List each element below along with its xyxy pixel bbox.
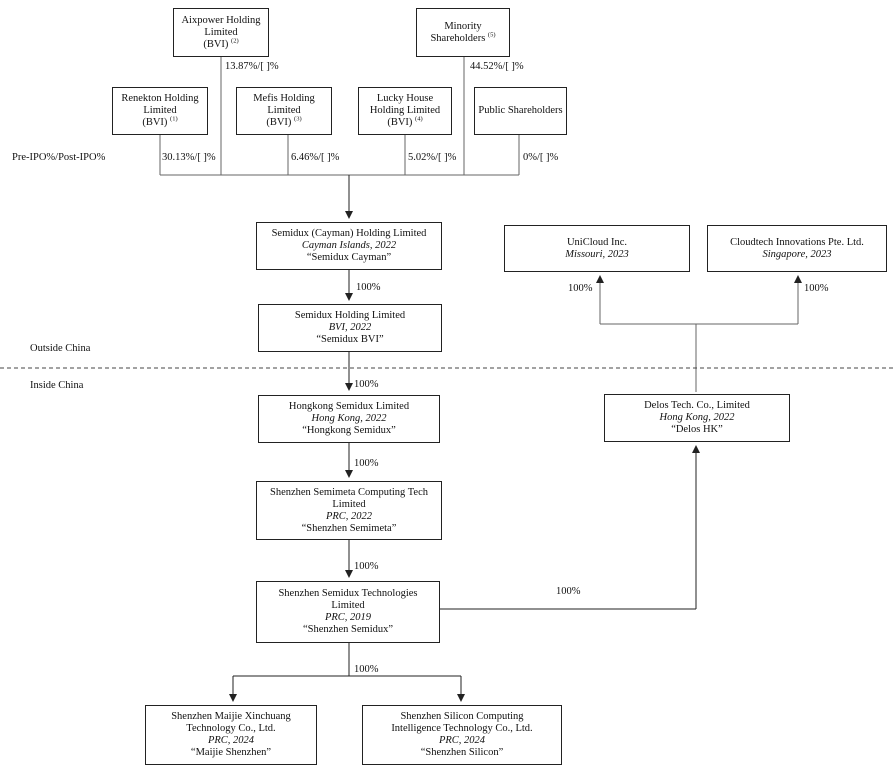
pct-mefis: 6.46%/[ ]%: [291, 152, 340, 163]
shareholder-minority: Minority Shareholders (5): [416, 8, 510, 57]
shareholder-aixpower: Aixpower Holding Limited (BVI) (2): [173, 8, 269, 57]
entity-semidux-bvi: Semidux Holding Limited BVI, 2022 “Semid…: [258, 304, 442, 352]
pct-delos-unicloud: 100%: [568, 283, 593, 294]
entity-hongkong-semidux: Hongkong Semidux Limited Hong Kong, 2022…: [258, 395, 440, 443]
pct-aixpower: 13.87%/[ ]%: [225, 61, 279, 72]
pct-minority: 44.52%/[ ]%: [470, 61, 524, 72]
entity-shenzhen-silicon: Shenzhen Silicon Computing Intelligence …: [362, 705, 562, 765]
shareholder-public: Public Shareholders: [474, 87, 567, 135]
entity-unicloud: UniCloud Inc. Missouri, 2023: [504, 225, 690, 272]
shareholder-lucky-house: Lucky House Holding Limited (BVI) (4): [358, 87, 452, 135]
pct-hk-semimeta: 100%: [354, 458, 379, 469]
pct-cayman-bvi: 100%: [356, 282, 381, 293]
entity-shenzhen-semimeta: Shenzhen Semimeta Computing Tech Limited…: [256, 481, 442, 540]
pct-renekton: 30.13%/[ ]%: [162, 152, 216, 163]
inside-china-label: Inside China: [30, 380, 84, 391]
entity-delos-hk: Delos Tech. Co., Limited Hong Kong, 2022…: [604, 394, 790, 442]
pct-public: 0%/[ ]%: [523, 152, 559, 163]
pct-bvi-hk: 100%: [354, 379, 379, 390]
outside-china-label: Outside China: [30, 343, 91, 354]
shareholder-mefis: Mefis Holding Limited (BVI) (3): [236, 87, 332, 135]
pct-semidux-subs: 100%: [354, 664, 379, 675]
entity-semidux-cayman: Semidux (Cayman) Holding Limited Cayman …: [256, 222, 442, 270]
shareholder-renekton: Renekton Holding Limited (BVI) (1): [112, 87, 208, 135]
pct-lucky-house: 5.02%/[ ]%: [408, 152, 457, 163]
pre-post-ipo-label: Pre-IPO%/Post-IPO%: [12, 152, 106, 163]
entity-maijie-shenzhen: Shenzhen Maijie Xinchuang Technology Co.…: [145, 705, 317, 765]
pct-semidux-delos: 100%: [556, 586, 581, 597]
pct-semimeta-semidux: 100%: [354, 561, 379, 572]
entity-shenzhen-semidux: Shenzhen Semidux Technologies Limited PR…: [256, 581, 440, 643]
pct-delos-cloudtech: 100%: [804, 283, 829, 294]
entity-cloudtech: Cloudtech Innovations Pte. Ltd. Singapor…: [707, 225, 887, 272]
